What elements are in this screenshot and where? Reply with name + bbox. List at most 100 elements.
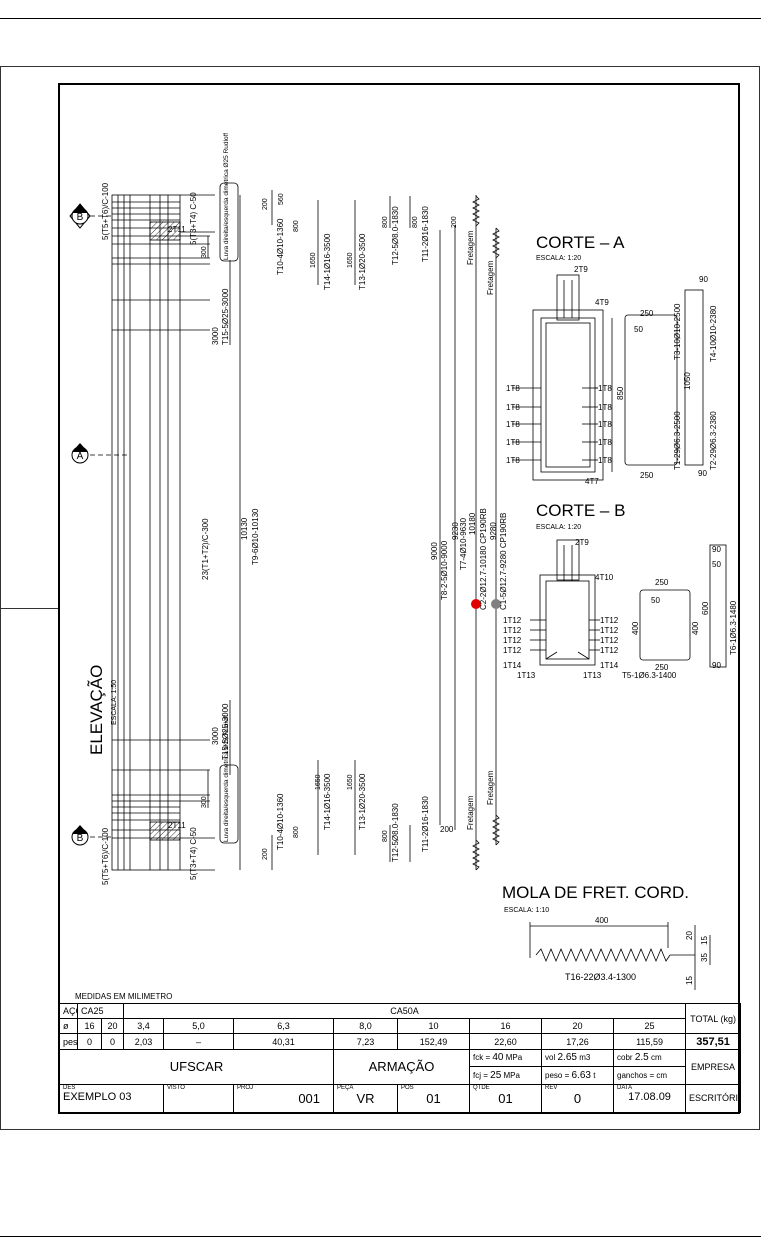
proj-cell: PROJ 001	[233, 1083, 335, 1114]
page-bottom-rule	[0, 1236, 761, 1237]
stirrup-t1-shape	[624, 314, 678, 466]
proj-value: 001	[298, 1090, 321, 1106]
c1-label: C1-5Ø12.7-9280 CP190RB	[499, 513, 508, 610]
side-margin-tick	[0, 608, 58, 609]
des-label: DES	[63, 1084, 76, 1091]
dim-1650-t13-top: 1650	[347, 252, 354, 268]
weight-cell: 0	[100, 1033, 125, 1050]
gancho-cell: ganchos = cm	[613, 1066, 687, 1085]
spring-dim-400: 400	[595, 916, 609, 925]
section-b-title: CORTE – B	[536, 501, 625, 520]
dim-10180: 10180	[468, 512, 477, 535]
ca25-label: CA25	[76, 1002, 125, 1020]
t10-label-top: T10-4Ø10-1360	[276, 218, 285, 275]
diameter-cell: 6,3	[233, 1018, 335, 1035]
pos-value: 01	[426, 1090, 441, 1106]
t14-label-bottom: T14-1Ø16-3500	[323, 773, 332, 830]
dim-800-t12-top: 800	[382, 216, 389, 228]
section-b-dim-400-right: 400	[691, 621, 700, 635]
fck-value: 40	[492, 1052, 504, 1064]
section-marker-b-top[interactable]: B	[69, 203, 91, 229]
section-b-bar-right-4: 1T12	[600, 646, 619, 655]
dim-300-top: 300	[201, 246, 208, 258]
bottom-anchorage-hatch	[149, 821, 181, 841]
luva-box-bottom	[219, 764, 239, 844]
spring-top-c1	[492, 227, 500, 259]
t14-label-top: T14-1Ø16-3500	[323, 233, 332, 290]
section-a-dim-90-top: 90	[699, 275, 708, 284]
section-b-t5-label: T5-1Ø6.3-1400	[622, 671, 677, 680]
section-a-bar-left-2: 1T8	[506, 403, 520, 412]
dim-200-top: 200	[262, 198, 269, 210]
section-a-t4-label: T4-10Ø10-2380	[709, 305, 718, 362]
proj-label: PROJ	[237, 1084, 254, 1091]
strand-c1-marker	[491, 599, 501, 609]
cobr-cell: cobr 2.5 cm	[613, 1048, 687, 1068]
section-b-top-flange	[556, 539, 580, 581]
peca-cell: PEÇA VR	[333, 1083, 399, 1114]
visto-label: VISTO	[167, 1084, 185, 1091]
section-b-dim-250-bottom: 250	[655, 663, 669, 672]
section-b-2t9: 2T9	[575, 538, 589, 547]
dim-200-t7-top: 200	[451, 216, 458, 228]
rev-label: REV	[545, 1084, 558, 1091]
strand-c2-marker	[471, 599, 481, 609]
spring-title: MOLA DE FRET. CORD.	[502, 883, 689, 902]
t15-label-bottom: T15-5Ø25-3000	[221, 703, 230, 760]
empresa-label: EMPRESA	[685, 1048, 742, 1085]
dim-800-top: 800	[293, 220, 300, 232]
section-a-title: CORTE – A	[536, 233, 625, 252]
drawing-sheet-frame	[58, 83, 740, 1114]
top-anchorage-hatch	[149, 221, 181, 241]
section-b-scale: ESCALA: 1:20	[536, 524, 581, 531]
weight-cell: 115,59	[613, 1033, 687, 1050]
vol-cell: vol 2.65 m3	[541, 1048, 615, 1068]
section-a-bar-right-1: 1T8	[598, 384, 612, 393]
diameter-cell: 20	[541, 1018, 615, 1035]
total-label: TOTAL (kg)	[685, 1002, 742, 1035]
dim-1650-t14-top: 1650	[310, 252, 317, 268]
section-b-dim-600: 600	[701, 601, 710, 615]
dim-9230: 9230	[451, 522, 460, 540]
section-b-bar-left-2: 1T12	[503, 626, 522, 635]
t3t4-label-top: 5(T3+T4) C-50	[189, 192, 198, 245]
section-marker-a[interactable]: A	[71, 443, 89, 464]
section-marker-b-bottom[interactable]: B	[71, 825, 89, 846]
aco-label: AÇO	[59, 1002, 78, 1020]
main-stirrup-label: 23(T1+T2)/C-300	[201, 518, 210, 580]
section-a-bar-left-1: 1T8	[506, 384, 520, 393]
section-a-t1-label: T1-29Ø6.3-2500	[673, 411, 682, 470]
luva-box-top	[219, 182, 239, 262]
diameter-cell: 16	[469, 1018, 543, 1035]
fck-unit: MPa	[505, 1053, 523, 1063]
section-b-bar-right-3: 1T12	[600, 636, 619, 645]
t9-label: T9-6Ø10-10130	[251, 508, 260, 565]
peso-label: peso	[59, 1033, 78, 1050]
t10-label-bottom: T10-4Ø10-1360	[276, 793, 285, 850]
vol-label: vol	[545, 1053, 556, 1063]
client-name: UFSCAR	[58, 1048, 335, 1085]
section-a-2t9: 2T9	[574, 265, 588, 274]
section-b-bar-right-6: 1T14	[600, 661, 619, 670]
rev-value: 0	[573, 1090, 582, 1106]
section-a-bar-right-2: 1T8	[598, 403, 612, 412]
page-top-rule	[0, 18, 761, 19]
pos-cell: POS 01	[397, 1083, 471, 1114]
visto-cell: VISTO	[163, 1083, 235, 1114]
spring-bottom-c1	[492, 814, 500, 846]
spring-dim-35: 35	[700, 953, 709, 962]
weight-cell: 7,23	[333, 1033, 399, 1050]
rev-cell: REV 0	[541, 1083, 615, 1114]
dim-200-bottom: 200	[262, 848, 269, 860]
cobr-unit: cm	[650, 1053, 662, 1063]
dim-9280: 9280	[489, 522, 498, 540]
diameter-cell: 5,0	[163, 1018, 235, 1035]
diameter-cell: 25	[613, 1018, 687, 1035]
dim-560-top: 560	[278, 193, 285, 205]
section-a-dim-50: 50	[634, 325, 643, 334]
spring-dim-15-top: 15	[700, 936, 709, 945]
section-b-dim-250-top: 250	[655, 578, 669, 587]
section-b-bar-left-4: 1T12	[503, 646, 522, 655]
weight-cell: 17,26	[541, 1033, 615, 1050]
diameter-cell: 10	[397, 1018, 471, 1035]
